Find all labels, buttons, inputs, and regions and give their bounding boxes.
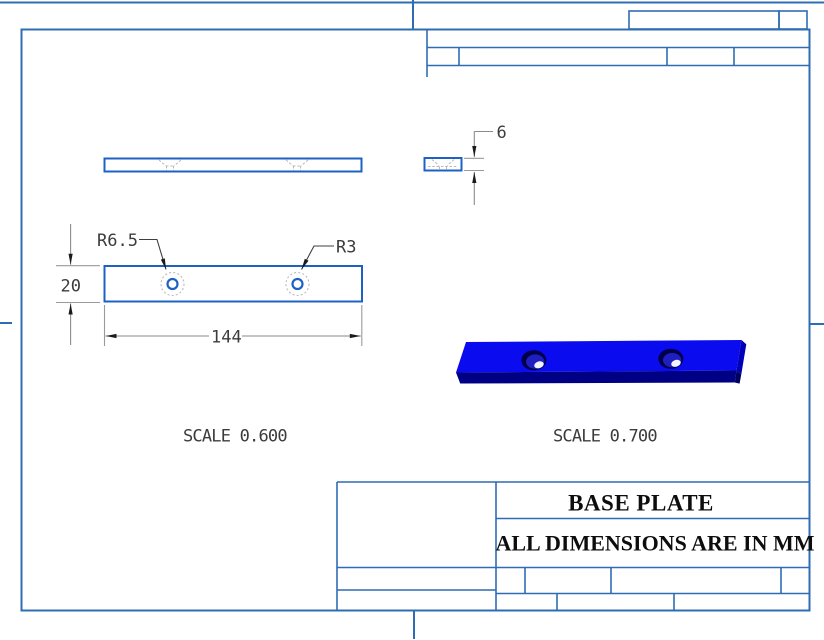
thickness-dimension: 6 [464,123,507,205]
part-title: BASE PLATE [568,491,714,516]
hole-radius-label: R3 [336,238,356,258]
length-dim-label: 144 [211,328,242,348]
hole-radius-leader: R3 [301,238,356,270]
top-view [103,157,363,173]
countersink-hidden-side [428,159,458,170]
info-cell [628,10,780,30]
countersink-hidden-left [158,159,182,171]
length-dimension: 144 [103,305,363,348]
iso-front-face [456,370,737,384]
iso-right-face [736,340,747,375]
counterbore-radius-label: R6.5 [97,231,138,251]
top-view-outline [103,157,363,173]
height-dimension: 20 [56,224,100,345]
iso-top-face [456,340,742,373]
counterbore-circle-right [285,271,310,297]
thickness-dim-label: 6 [497,123,507,143]
counterbore-circle-left [160,271,185,297]
info-cell [778,10,808,30]
hole-right [291,277,304,291]
iso-hole-right [658,348,684,369]
iso-hole-left [521,350,547,371]
title-block: BASE PLATE ALL DIMENSIONS ARE IN MM [336,481,815,611]
units-note: ALL DIMENSIONS ARE IN MM [495,531,814,556]
front-view-scale-label: SCALE 0.600 [183,427,287,447]
front-view-outline [103,265,363,303]
drawing-border [20,28,811,612]
top-right-info-table [426,10,809,77]
counterbore-radius-leader: R6.5 [97,231,167,270]
iso-view-scale-label: SCALE 0.700 [553,427,657,447]
side-view-outline [423,157,463,172]
height-dim-label: 20 [61,277,81,297]
countersink-hidden-right [285,159,309,171]
iso-right-front-edge [734,370,742,384]
front-view [103,265,363,303]
iso-view [456,340,747,384]
hole-left [166,277,179,291]
side-view [423,157,463,172]
